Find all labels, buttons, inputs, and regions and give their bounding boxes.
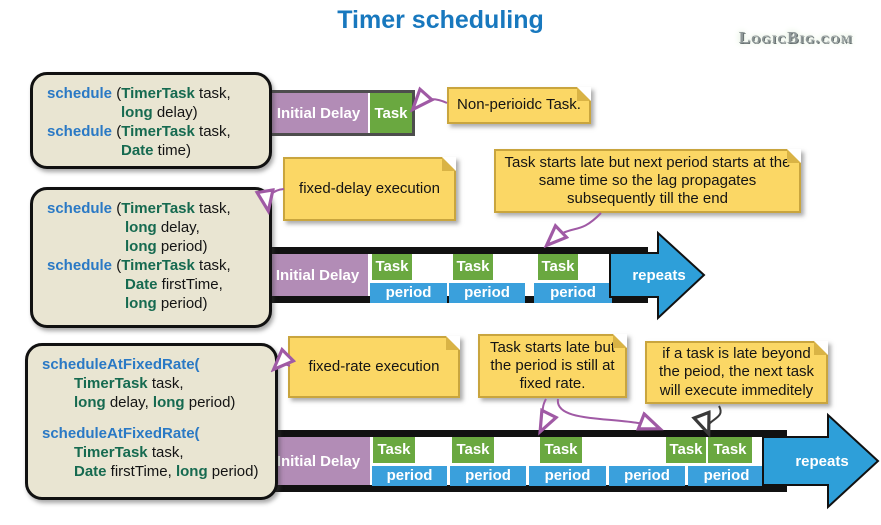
code-line: long period) xyxy=(125,295,208,312)
repeats-label: repeats xyxy=(632,267,685,284)
code-line: TimerTask task, xyxy=(74,444,184,461)
repeats-arrow: repeats xyxy=(609,230,706,321)
period-block: period xyxy=(449,283,525,303)
task-block: Task xyxy=(372,254,412,280)
late-beyond-connector xyxy=(707,405,722,432)
task-block: Task xyxy=(373,437,415,463)
code-line: schedule (TimerTask task, xyxy=(47,257,231,274)
repeats-arrow: repeats xyxy=(762,412,880,510)
code-line: Date time) xyxy=(121,142,192,159)
code-line: long delay, xyxy=(125,219,200,236)
block-divider xyxy=(368,93,370,133)
schedule-period-code-box: schedule (TimerTask task, long delay, long… xyxy=(30,187,272,328)
code-line: schedule (TimerTask task, xyxy=(47,200,231,217)
non-periodic-note: Non-perioidc Task. xyxy=(447,87,591,124)
initial-delay-block: Initial Delay xyxy=(269,93,368,133)
task-block: Task xyxy=(453,254,493,280)
page-title: Timer scheduling xyxy=(337,6,544,34)
task-block: Task xyxy=(708,437,752,463)
code-line: Date firstTime, long period) xyxy=(74,463,259,480)
period-block: period xyxy=(450,466,526,486)
note-text: Task starts late but the period is still… xyxy=(489,338,616,393)
task-block: Task xyxy=(452,437,494,463)
initial-delay-block: Initial Delay xyxy=(267,254,368,296)
non-periodic-timeline: Initial Delay Task xyxy=(266,90,415,136)
task-block: Task xyxy=(370,93,412,133)
code-line: long period) xyxy=(125,238,208,255)
fixed-rate-note: fixed-rate execution xyxy=(288,336,460,398)
initial-delay-block: Initial Delay xyxy=(267,437,370,485)
late-task-connector-left xyxy=(541,398,546,430)
task-block: Task xyxy=(540,437,582,463)
code-line: long delay) xyxy=(121,104,198,121)
period-block: period xyxy=(370,283,447,303)
period-block: period xyxy=(609,466,685,486)
lag-propagates-connector xyxy=(548,212,602,244)
late-task-connector-right xyxy=(556,398,658,428)
late-beyond-period-note: if a task is late beyond the peiod, the … xyxy=(645,341,828,404)
lag-propagates-note: Task starts late but next period starts … xyxy=(494,149,801,213)
period-block: period xyxy=(529,466,606,486)
period-block: period xyxy=(534,283,612,303)
repeats-label: repeats xyxy=(795,453,848,470)
schedule-delay-code-box: schedule (TimerTask task, long delay) sche… xyxy=(30,72,272,169)
code-line: scheduleAtFixedRate( xyxy=(42,356,200,373)
note-text: Non-perioidc Task. xyxy=(457,96,581,114)
note-text: Task starts late but next period starts … xyxy=(504,153,791,208)
note-text: fixed-rate execution xyxy=(308,357,440,375)
note-text: fixed-delay execution xyxy=(299,179,440,197)
code-line: Date firstTime, xyxy=(125,276,223,293)
late-task-fixed-rate-note: Task starts late but the period is still… xyxy=(478,334,627,398)
logicbig-logo: LogicBig.com xyxy=(738,28,853,47)
code-line: TimerTask task, xyxy=(74,375,184,392)
note-text: if a task is late beyond the peiod, the … xyxy=(658,345,815,399)
code-line: schedule (TimerTask task, xyxy=(47,85,231,102)
code-line: schedule (TimerTask task, xyxy=(47,123,231,140)
fixed-delay-note: fixed-delay execution xyxy=(283,157,456,221)
code-line: scheduleAtFixedRate( xyxy=(42,425,200,442)
non-periodic-connector xyxy=(414,99,448,108)
schedule-fixed-rate-code-box: scheduleAtFixedRate( TimerTask task, long … xyxy=(25,343,278,500)
code-line: long delay, long period) xyxy=(74,394,236,411)
task-block: Task xyxy=(666,437,706,463)
code-line xyxy=(28,412,275,424)
task-block: Task xyxy=(538,254,578,280)
period-block: period xyxy=(688,466,765,486)
period-block: period xyxy=(372,466,447,486)
